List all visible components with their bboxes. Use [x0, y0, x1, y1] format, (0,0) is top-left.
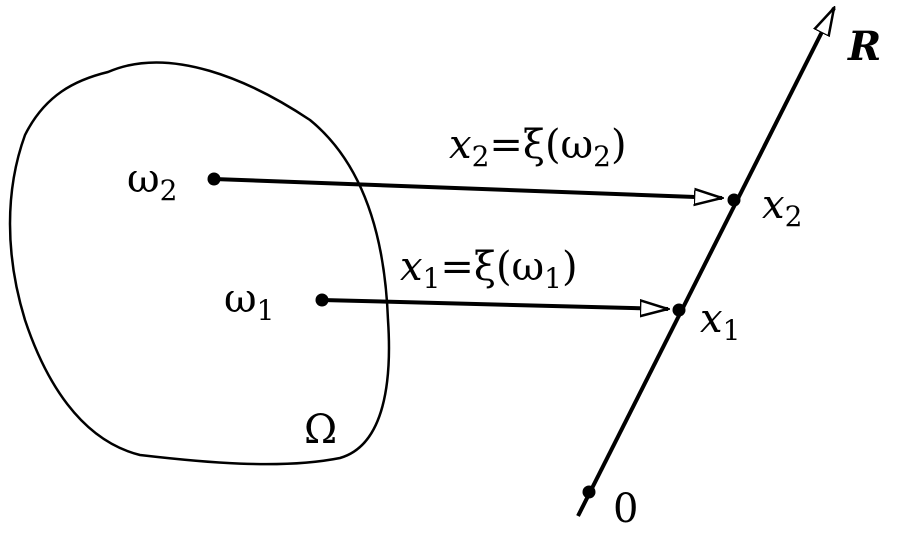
- region-omega-label: Ω: [304, 407, 337, 453]
- omega2-label: ω2: [127, 156, 177, 207]
- point-omega2-dot: [207, 172, 221, 186]
- axis-R-label: R: [847, 23, 881, 70]
- point-omega1-dot: [315, 293, 329, 307]
- origin-label: 0: [613, 486, 638, 532]
- mapping-equation-1: x1=ξ(ω1): [400, 244, 578, 295]
- mapping-arrow-omega1: [321, 298, 668, 309]
- real-axis: [576, 8, 834, 517]
- point-x1-dot: [672, 303, 686, 317]
- sample-space-region: [8, 61, 391, 466]
- point-x2-dot: [727, 193, 741, 207]
- mapping-equation-2: x2=ξ(ω2): [449, 122, 627, 173]
- origin-dot: [582, 485, 596, 499]
- x1-label: x1: [700, 296, 740, 347]
- omega1-label: ω1: [224, 276, 274, 327]
- x2-label: x2: [762, 182, 802, 233]
- mapping-arrow-omega2: [213, 177, 722, 198]
